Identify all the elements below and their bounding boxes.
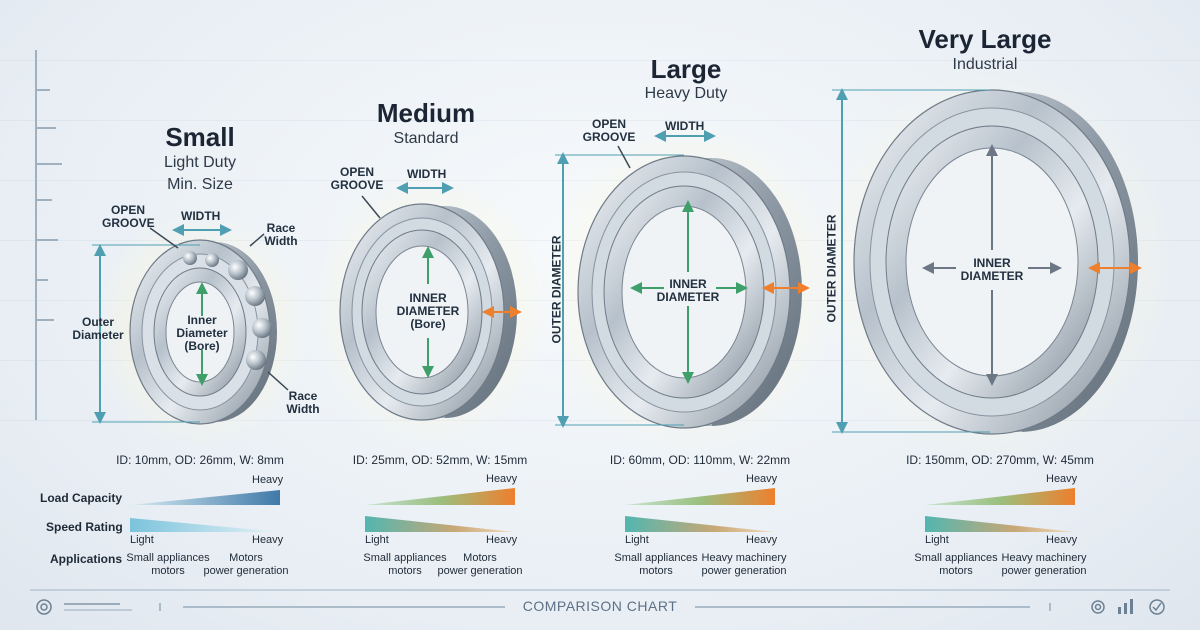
very-large-title: Very Large — [918, 24, 1052, 54]
very-large-load-heavy: Heavy — [1046, 473, 1078, 485]
large-load-heavy: Heavy — [746, 473, 778, 485]
speed-bar-very-large — [925, 516, 1075, 532]
small-speed-light: Light — [130, 534, 154, 546]
very-large-inner-diameter-label: INNER DIAMETER — [960, 256, 1024, 283]
bearing-large — [540, 120, 840, 460]
medium-open-groove-label: OPEN GROOVE — [330, 165, 384, 192]
load-bar-very-large — [925, 488, 1075, 505]
large-open-groove-label: OPEN GROOVE — [582, 117, 636, 144]
small-width-label: WIDTH — [181, 209, 221, 223]
small-open-groove-label: OPEN GROOVE — [102, 203, 155, 230]
small-race-width-bottom-label: Race Width — [286, 389, 320, 416]
medium-speed-heavy: Heavy — [486, 534, 518, 546]
very-large-dimension-arrows — [832, 88, 1142, 434]
small-spec: ID: 10mm, OD: 26mm, W: 8mm — [116, 453, 284, 467]
applications-label: Applications — [50, 552, 123, 566]
footer-title: COMPARISON CHART — [522, 598, 678, 614]
speed-bar-large — [625, 516, 775, 532]
left-ruler — [35, 50, 62, 420]
load-bar-small — [130, 490, 280, 505]
large-dimension-arrows — [555, 130, 810, 428]
small-load-heavy: Heavy — [252, 474, 284, 486]
medium-spec: ID: 25mm, OD: 52mm, W: 15mm — [352, 453, 528, 467]
small-outer-diameter-label: Outer Diameter — [72, 315, 124, 342]
medium-subtitle: Standard — [393, 130, 459, 147]
very-large-speed-heavy: Heavy — [1046, 534, 1078, 546]
large-title: Large — [650, 54, 722, 84]
speed-bar-medium — [365, 516, 515, 532]
large-outer-diameter-label: OUTER DIAMETER — [549, 235, 564, 344]
large-inner-diameter-label: INNER DIAMETER — [656, 277, 720, 304]
small-subtitle: Light Duty — [163, 154, 237, 171]
load-capacity-bars — [130, 488, 1075, 505]
check-circle-icon — [1149, 599, 1165, 615]
medium-dimension-arrows — [361, 182, 522, 378]
bearing-very-large — [815, 65, 1175, 465]
medium-title: Medium — [376, 98, 476, 128]
grid-line — [0, 120, 1200, 121]
load-capacity-label: Load Capacity — [40, 491, 123, 505]
footer-bar — [30, 589, 1170, 615]
speed-rating-label: Speed Rating — [46, 520, 123, 534]
speed-bar-small — [130, 518, 280, 532]
large-spec: ID: 60mm, OD: 110mm, W: 22mm — [609, 453, 791, 467]
small-race-width-top-label: Race Width — [264, 221, 298, 248]
load-bar-medium — [365, 488, 515, 505]
small-dimension-arrows — [92, 224, 289, 424]
bar-chart-icon — [1118, 599, 1133, 614]
large-subtitle: Heavy Duty — [644, 85, 728, 102]
small-title: Small — [165, 122, 235, 152]
small-inner-diameter-label: Inner Diameter (Bore) — [176, 313, 228, 353]
small-size-note: Min. Size — [167, 176, 233, 193]
medium-speed-light: Light — [365, 534, 389, 546]
grid-line — [0, 60, 1200, 61]
very-large-subtitle: Industrial — [952, 56, 1018, 73]
large-width-label: WIDTH — [665, 119, 705, 133]
bearing-small — [90, 210, 310, 450]
very-large-outer-diameter-label: OUTER DIAMETER — [824, 214, 839, 323]
very-large-spec: ID: 150mm, OD: 270mm, W: 45mm — [906, 453, 1094, 467]
very-large-speed-light: Light — [925, 534, 949, 546]
large-speed-heavy: Heavy — [746, 534, 778, 546]
small-speed-heavy: Heavy — [252, 534, 284, 546]
large-speed-light: Light — [625, 534, 649, 546]
circle-target-icon — [36, 599, 52, 615]
medium-width-label: WIDTH — [407, 167, 447, 181]
medium-inner-diameter-label: INNER DIAMETER (Bore) — [396, 291, 460, 331]
medium-load-heavy: Heavy — [486, 473, 518, 485]
gear-icon — [1091, 600, 1105, 614]
bearing-medium — [310, 170, 550, 450]
load-bar-large — [625, 488, 775, 505]
speed-rating-bars — [130, 516, 1075, 532]
